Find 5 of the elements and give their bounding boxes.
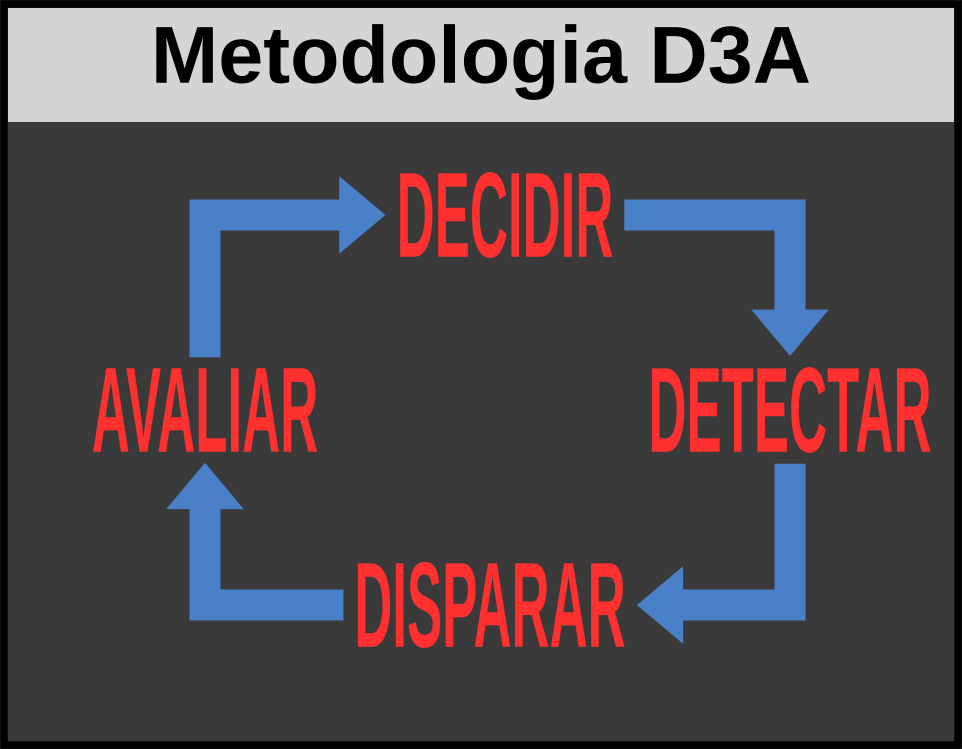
step-label: DECIDIR [400, 172, 612, 258]
step-label: DISPARAR [358, 562, 625, 648]
step-label: AVALIAR [93, 368, 318, 452]
title: Metodologia D3A [156, 24, 809, 100]
step-label: DETECTAR [652, 367, 930, 453]
